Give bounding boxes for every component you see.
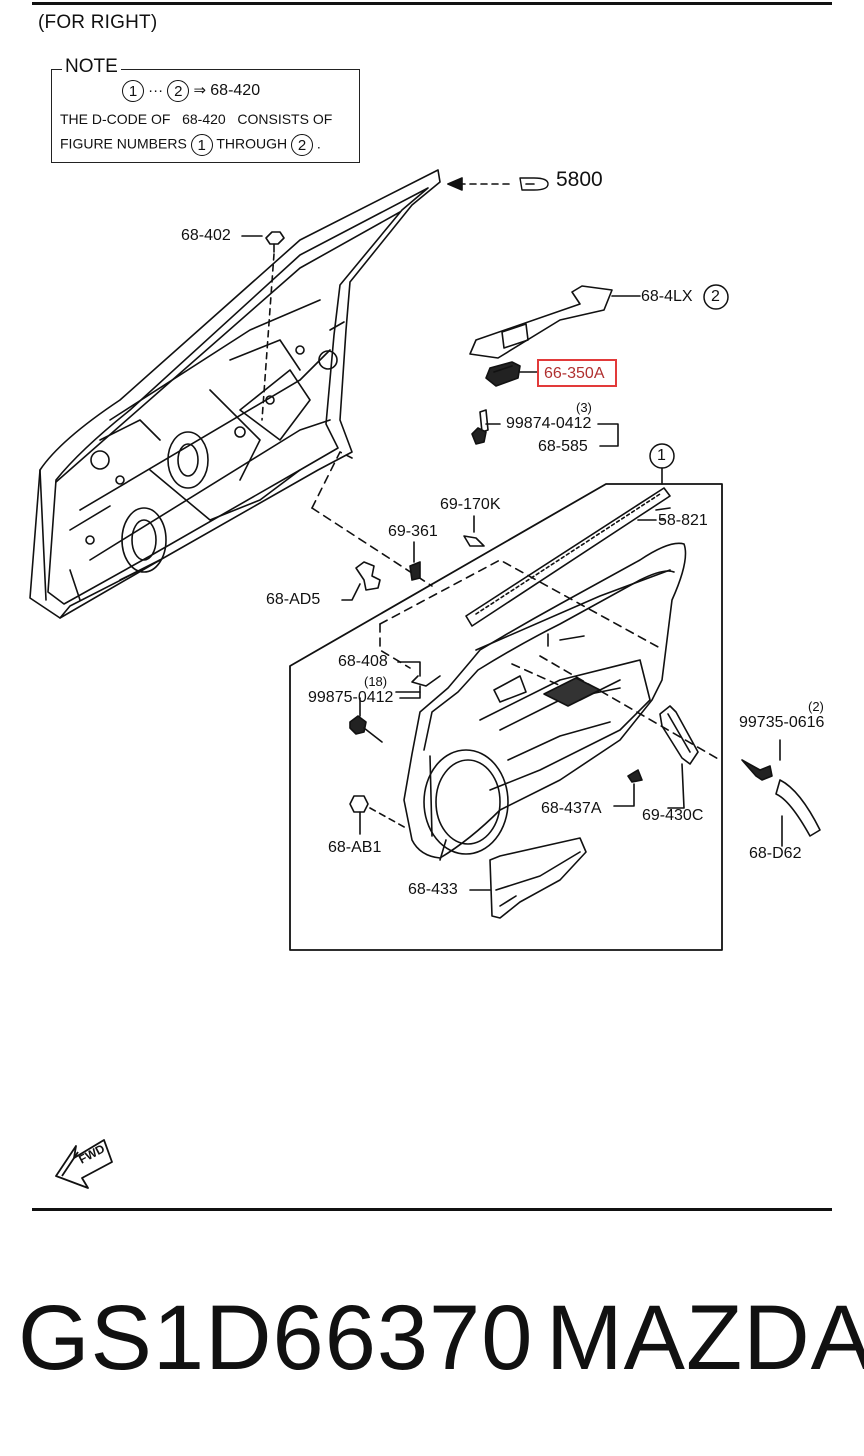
note-line-3: FIGURE NUMBERS 1 THROUGH 2 . xyxy=(60,134,321,156)
note-line-1: 1 ··· 2 ⇒ 68-420 xyxy=(122,80,260,102)
door-pocket-68-433 xyxy=(489,837,587,919)
callout-66-350a[interactable]: 66-350A xyxy=(544,365,605,382)
note-period: . xyxy=(316,135,321,152)
note-title: NOTE xyxy=(62,57,121,76)
figure-number-1: 1 xyxy=(122,80,144,102)
fwd-arrow-icon xyxy=(55,1139,113,1189)
figure-number-1b: 1 xyxy=(190,134,213,156)
callout-99735-0616: 99735-0616 xyxy=(739,714,825,731)
callout-68-4lx-circle-num: 2 xyxy=(711,288,720,305)
note-box xyxy=(51,69,360,163)
figure-number-2b: 2 xyxy=(291,134,313,156)
diagram-header: (FOR RIGHT) xyxy=(38,12,158,33)
callout-58-821: 58-821 xyxy=(658,512,708,529)
callout-68-ab1: 68-AB1 xyxy=(328,839,382,856)
callout-99874-0412: 99874-0412 xyxy=(506,415,592,432)
callout-68-437a: 68-437A xyxy=(541,800,602,817)
callout-68-ad5: 68-AD5 xyxy=(266,591,321,608)
door-inner-panel xyxy=(29,169,441,619)
callout-99735-qty: (2) xyxy=(808,699,824,714)
switch-bezel-68-4lx xyxy=(469,285,641,359)
callout-69-361: 69-361 xyxy=(388,523,438,540)
group-number-1: 1 xyxy=(657,447,666,464)
top-rule xyxy=(32,2,832,5)
callout-68-408: 68-408 xyxy=(338,653,388,670)
callout-69-430c: 69-430C xyxy=(642,807,704,824)
highlight-66-350a xyxy=(537,359,617,387)
belt-moulding-58-821 xyxy=(465,487,671,627)
callout-99875-0412: 99875-0412 xyxy=(308,689,394,706)
brand-name: MAZDA xyxy=(546,1287,864,1389)
part-number: GS1D66370 xyxy=(18,1287,534,1389)
callout-68-d62: 68-D62 xyxy=(749,845,802,862)
power-window-switch-66-350a xyxy=(485,361,539,387)
note-code: 68-420 xyxy=(210,81,261,99)
callout-69-170k: 69-170K xyxy=(440,496,501,513)
callout-68-402: 68-402 xyxy=(181,227,231,244)
door-trim-panel xyxy=(403,542,687,861)
callout-68-4lx-number xyxy=(703,284,729,310)
note-arrow: ⇒ xyxy=(193,81,207,99)
callout-99874-qty: (3) xyxy=(576,400,592,415)
note-line-2: THE D-CODE OF 68-420 CONSISTS OF xyxy=(60,111,333,127)
bottom-rule xyxy=(32,1208,832,1211)
group-1-number xyxy=(649,443,675,469)
figure-number-2: 2 xyxy=(167,80,190,102)
callout-68-585: 68-585 xyxy=(538,438,588,455)
note-dots: ··· xyxy=(148,81,164,99)
callout-68-4lx: 68-4LX xyxy=(641,288,693,305)
note-text-through: THROUGH xyxy=(216,135,288,152)
reference-5800: 5800 xyxy=(556,168,603,191)
callout-99875-qty: (18) xyxy=(364,674,388,689)
note-text-figure-numbers: FIGURE NUMBERS xyxy=(60,135,187,152)
callout-68-433: 68-433 xyxy=(408,881,458,898)
